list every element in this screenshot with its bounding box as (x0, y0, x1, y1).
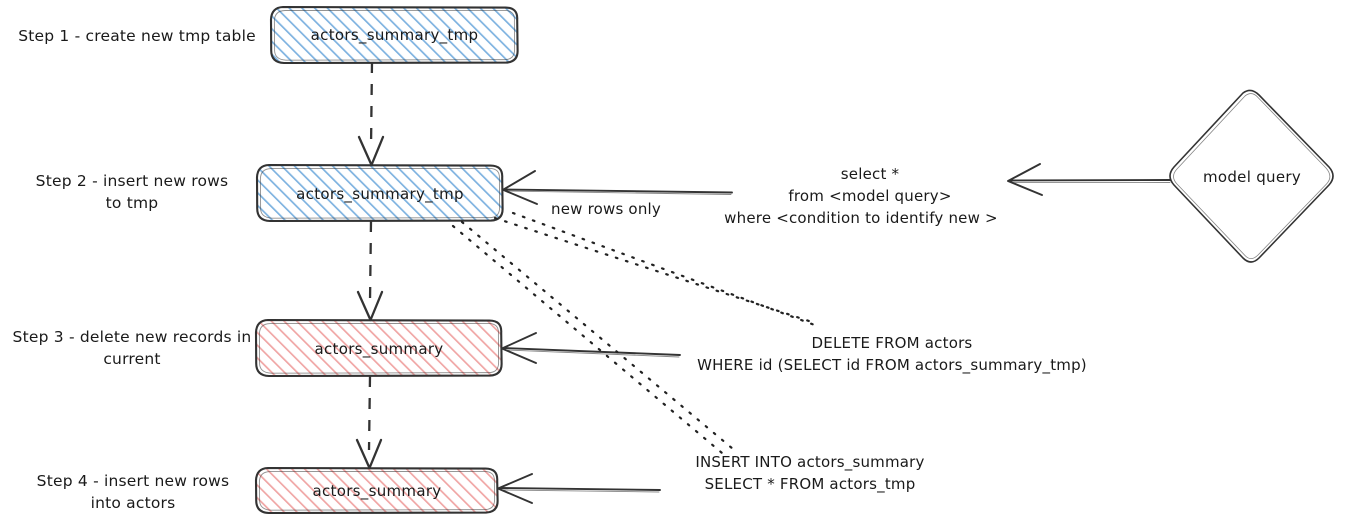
arrowhead-1 (357, 135, 385, 167)
edge-line-insert (499, 487, 661, 491)
edge-label-insert-sql-line2: SELECT * FROM actors_tmp (704, 475, 916, 493)
node2-outline-sketch (259, 167, 501, 219)
connector-insert-into-node4 (497, 473, 661, 504)
node3-outline (254, 318, 503, 378)
node1-outline-sketch (273, 9, 516, 61)
edge-line-delete-sketch (505, 349, 680, 358)
diamond-outline (1169, 89, 1334, 263)
arrowhead-new-rows (502, 170, 538, 205)
diamond-outline-sketch (1173, 93, 1331, 260)
arrowhead-2 (356, 290, 384, 322)
step-label-3: Step 3 - delete new records in current (12, 328, 252, 368)
edge-label-delete-sql-line2: WHERE id (SELECT id FROM actors_summary_… (697, 356, 1087, 374)
dashed-line-1 (369, 61, 374, 149)
edge-line-new-rows-sketch (506, 190, 732, 195)
node-actors-summary-2[interactable] (254, 466, 499, 515)
edge-label-model-query-sql-line1: select * (840, 165, 900, 183)
edge-line-insert-sketch (501, 489, 660, 493)
node4-outline-sketch (258, 470, 496, 511)
step-label-2: Step 2 - insert new rows to tmp (35, 172, 229, 212)
node1-outline (269, 5, 519, 65)
dotted-line-to-delete-a (493, 216, 814, 324)
node3-fill (257, 321, 501, 375)
edge-label-model-query-sql-line3: where <condition to identify new > (724, 209, 998, 227)
edge-line-model-query (1009, 179, 1171, 182)
node3-outline-sketch (258, 322, 500, 374)
dashed-line-2 (368, 220, 373, 303)
arrowhead-insert (497, 473, 533, 504)
connector-step3-to-step4 (355, 375, 383, 470)
connector-model-query-to-sql (1007, 163, 1171, 196)
edge-label-delete-sql-line1: DELETE FROM actors (811, 334, 973, 352)
node-model-query-diamond[interactable] (1169, 89, 1334, 263)
node4-fill (257, 469, 497, 512)
node4-outline (254, 466, 499, 515)
step-label-1: Step 1 - create new tmp table (18, 27, 256, 45)
dashed-line-3 (367, 375, 372, 451)
arrowhead-model-query (1007, 163, 1043, 196)
node1-fill (272, 8, 517, 62)
node-actors-summary-tmp-1[interactable] (269, 5, 519, 65)
dotted-line-to-delete-b (511, 211, 822, 329)
arrowhead-delete (501, 332, 537, 364)
edge-label-insert-sql-line1: INSERT INTO actors_summary (695, 453, 925, 471)
edge-label-model-query-sql-line2: from <model query> (788, 187, 952, 205)
connector-step2-to-step3 (356, 220, 384, 322)
node2-fill (258, 166, 502, 220)
connector-delete-into-node3 (501, 332, 681, 364)
edge-label-new-rows-only: new rows only (551, 200, 661, 218)
connector-step1-to-step2 (357, 61, 385, 167)
node-actors-summary-1[interactable] (254, 318, 503, 378)
arrowhead-3 (355, 438, 383, 470)
node-actors-summary-tmp-2[interactable] (255, 163, 504, 223)
edge-line-delete (503, 347, 681, 356)
dotted-reference-lines (451, 211, 822, 455)
edge-line-new-rows (504, 188, 733, 194)
step-label-4: Step 4 - insert new rows into actors (36, 472, 230, 512)
connector-new-rows-only (502, 170, 733, 205)
node2-outline (255, 163, 504, 223)
